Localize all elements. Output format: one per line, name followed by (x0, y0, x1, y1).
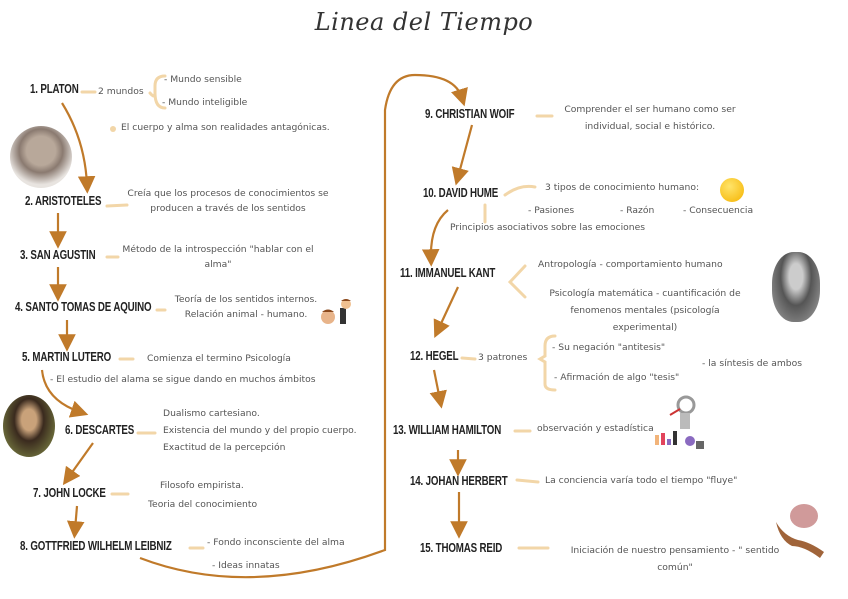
herbert-desc: La conciencia varía todo el tiempo "fluy… (545, 475, 738, 486)
reid-desc: Iniciación de nuestro pensamiento - " se… (560, 542, 790, 576)
desc-line: Comprender el ser humano como ser (564, 104, 736, 115)
desc-line: Teoría de los sentidos internos. (174, 294, 318, 305)
hume-desc-1: 3 tipos de conocimiento humano: (545, 182, 700, 193)
connector-11 (507, 264, 527, 299)
desc-line: Dualismo cartesiano. (163, 408, 260, 419)
hume-desc-4: - Consecuencia (683, 205, 754, 216)
aristoteles-desc: Creía que los procesos de conocimientos … (118, 188, 338, 214)
arrow-1-2 (61, 102, 96, 194)
descartes-portrait-icon (3, 395, 55, 457)
node-san-agustin: 3. SAN AGUSTIN (20, 248, 96, 262)
san-agustin-desc: Método de la introspección "hablar con e… (118, 244, 318, 270)
hume-desc-3: - Razón (620, 205, 655, 216)
page-title: Linea del Tiempo (314, 8, 534, 36)
node-platon: 1. PLATON (30, 82, 79, 96)
brace-12 (537, 334, 557, 392)
desc-line: - Ideas innatas (212, 560, 280, 571)
node-william-hamilton: 13. WILLIAM HAMILTON (393, 423, 502, 437)
arrow-5-6 (40, 369, 89, 418)
node-johan-herbert: 14. JOHAN HERBERT (410, 474, 508, 488)
platon-mundos: 2 mundos (98, 86, 144, 97)
kant-portrait-icon (772, 252, 820, 322)
arrow-8-9 (139, 73, 468, 579)
node-santo-tomas: 4. SANTO TOMAS DE AQUINO (15, 300, 152, 314)
node-immanuel-kant: 11. IMMANUEL KANT (400, 266, 496, 280)
platon-branch-1: - Mundo sensible (164, 74, 242, 85)
desc-line: Psicología matemática - cuantificación d… (549, 288, 741, 299)
descartes-desc: Dualismo cartesiano. Existencia del mundo… (163, 405, 357, 456)
node-thomas-reid: 15. THOMAS REID (420, 541, 503, 555)
node-john-locke: 7. JOHN LOCKE (33, 486, 106, 500)
node-christian-woif: 9. CHRISTIAN WOIF (425, 107, 515, 121)
hegel-patrones: 3 patrones (478, 352, 528, 363)
desc-line: Filosofo empirista. (160, 480, 244, 491)
node-leibniz: 8. GOTTFRIED WILHELM LEIBNIZ (20, 539, 172, 553)
hamilton-desc: observación y estadística (537, 423, 654, 434)
desc-line: Teoria del conocimiento (148, 499, 258, 510)
node-aristoteles: 2. ARISTOTELES (25, 194, 102, 208)
laughing-emoji-icon (720, 178, 744, 202)
kant-desc-1: Antropología - comportamiento humano (538, 259, 723, 270)
hume-desc-5: Principios asociativos sobre las emocion… (450, 222, 646, 233)
thinking-person-icon (318, 298, 354, 326)
magnifier-chart-icon (650, 393, 710, 463)
lutero-desc-2: - El estudio del alama se sigue dando en… (50, 374, 316, 385)
connector-14 (515, 478, 540, 484)
arrow-10-11 (421, 209, 449, 267)
node-martin-lutero: 5. MARTIN LUTERO (22, 350, 112, 364)
locke-desc: Filosofo empirista. Teoria del conocimien… (148, 476, 257, 514)
connector-10 (483, 184, 537, 224)
node-descartes: 6. DESCARTES (65, 423, 135, 437)
desc-line: Método de la introspección "hablar con e… (122, 244, 314, 255)
bullet-dot (110, 126, 116, 132)
connector-12 (460, 356, 477, 361)
hume-desc-2: - Pasiones (528, 205, 575, 216)
hegel-extra: - la síntesis de ambos (702, 358, 803, 369)
aristotle-portrait-icon (10, 126, 72, 188)
node-david-hume: 10. DAVID HUME (423, 186, 499, 200)
desc-line: Relación animal - humano. (184, 309, 308, 320)
arrow-6-7 (62, 442, 94, 486)
node-hegel: 12. HEGEL (410, 349, 459, 363)
hegel-branch-2: - Afirmación de algo "tesis" (554, 372, 680, 383)
platon-note: El cuerpo y alma son realidades antagóni… (121, 122, 330, 133)
kant-desc-2: Psicología matemática - cuantificación d… (540, 285, 750, 336)
desc-line: común" (657, 562, 693, 573)
hegel-branch-1: - Su negación "antitesis" (552, 342, 666, 353)
arrow-12-13 (429, 369, 447, 409)
desc-line: Exactitud de la percepción (163, 442, 286, 453)
platon-branch-2: - Mundo inteligible (162, 97, 248, 108)
desc-line: Existencia del mundo y del propio cuerpo… (163, 425, 357, 436)
desc-line: individual, social e histórico. (584, 121, 716, 132)
leibniz-desc: - Fondo inconsciente del alma - Ideas inn… (207, 531, 345, 577)
connector-2 (105, 203, 129, 208)
desc-line: alma" (204, 259, 232, 270)
arrow-11-12 (433, 286, 459, 338)
arrow-9-10 (451, 124, 474, 186)
desc-line: - Fondo inconsciente del alma (207, 537, 345, 548)
woif-desc: Comprender el ser humano como ser individ… (555, 101, 745, 135)
desc-line: Iniciación de nuestro pensamiento - " se… (570, 545, 780, 556)
desc-line: producen a través de los sentidos (150, 203, 306, 214)
santo-tomas-desc: Teoría de los sentidos internos. Relación… (166, 294, 326, 320)
arrow-7-8 (66, 505, 85, 539)
desc-line: experimental) (612, 322, 678, 333)
lutero-desc-1: Comienza el termino Psicología (147, 353, 291, 364)
desc-line: fenomenos mentales (psicología (570, 305, 720, 316)
brace-1 (148, 74, 167, 110)
brain-in-hand-icon (774, 500, 826, 560)
desc-line: Creía que los procesos de conocimientos … (127, 188, 329, 199)
